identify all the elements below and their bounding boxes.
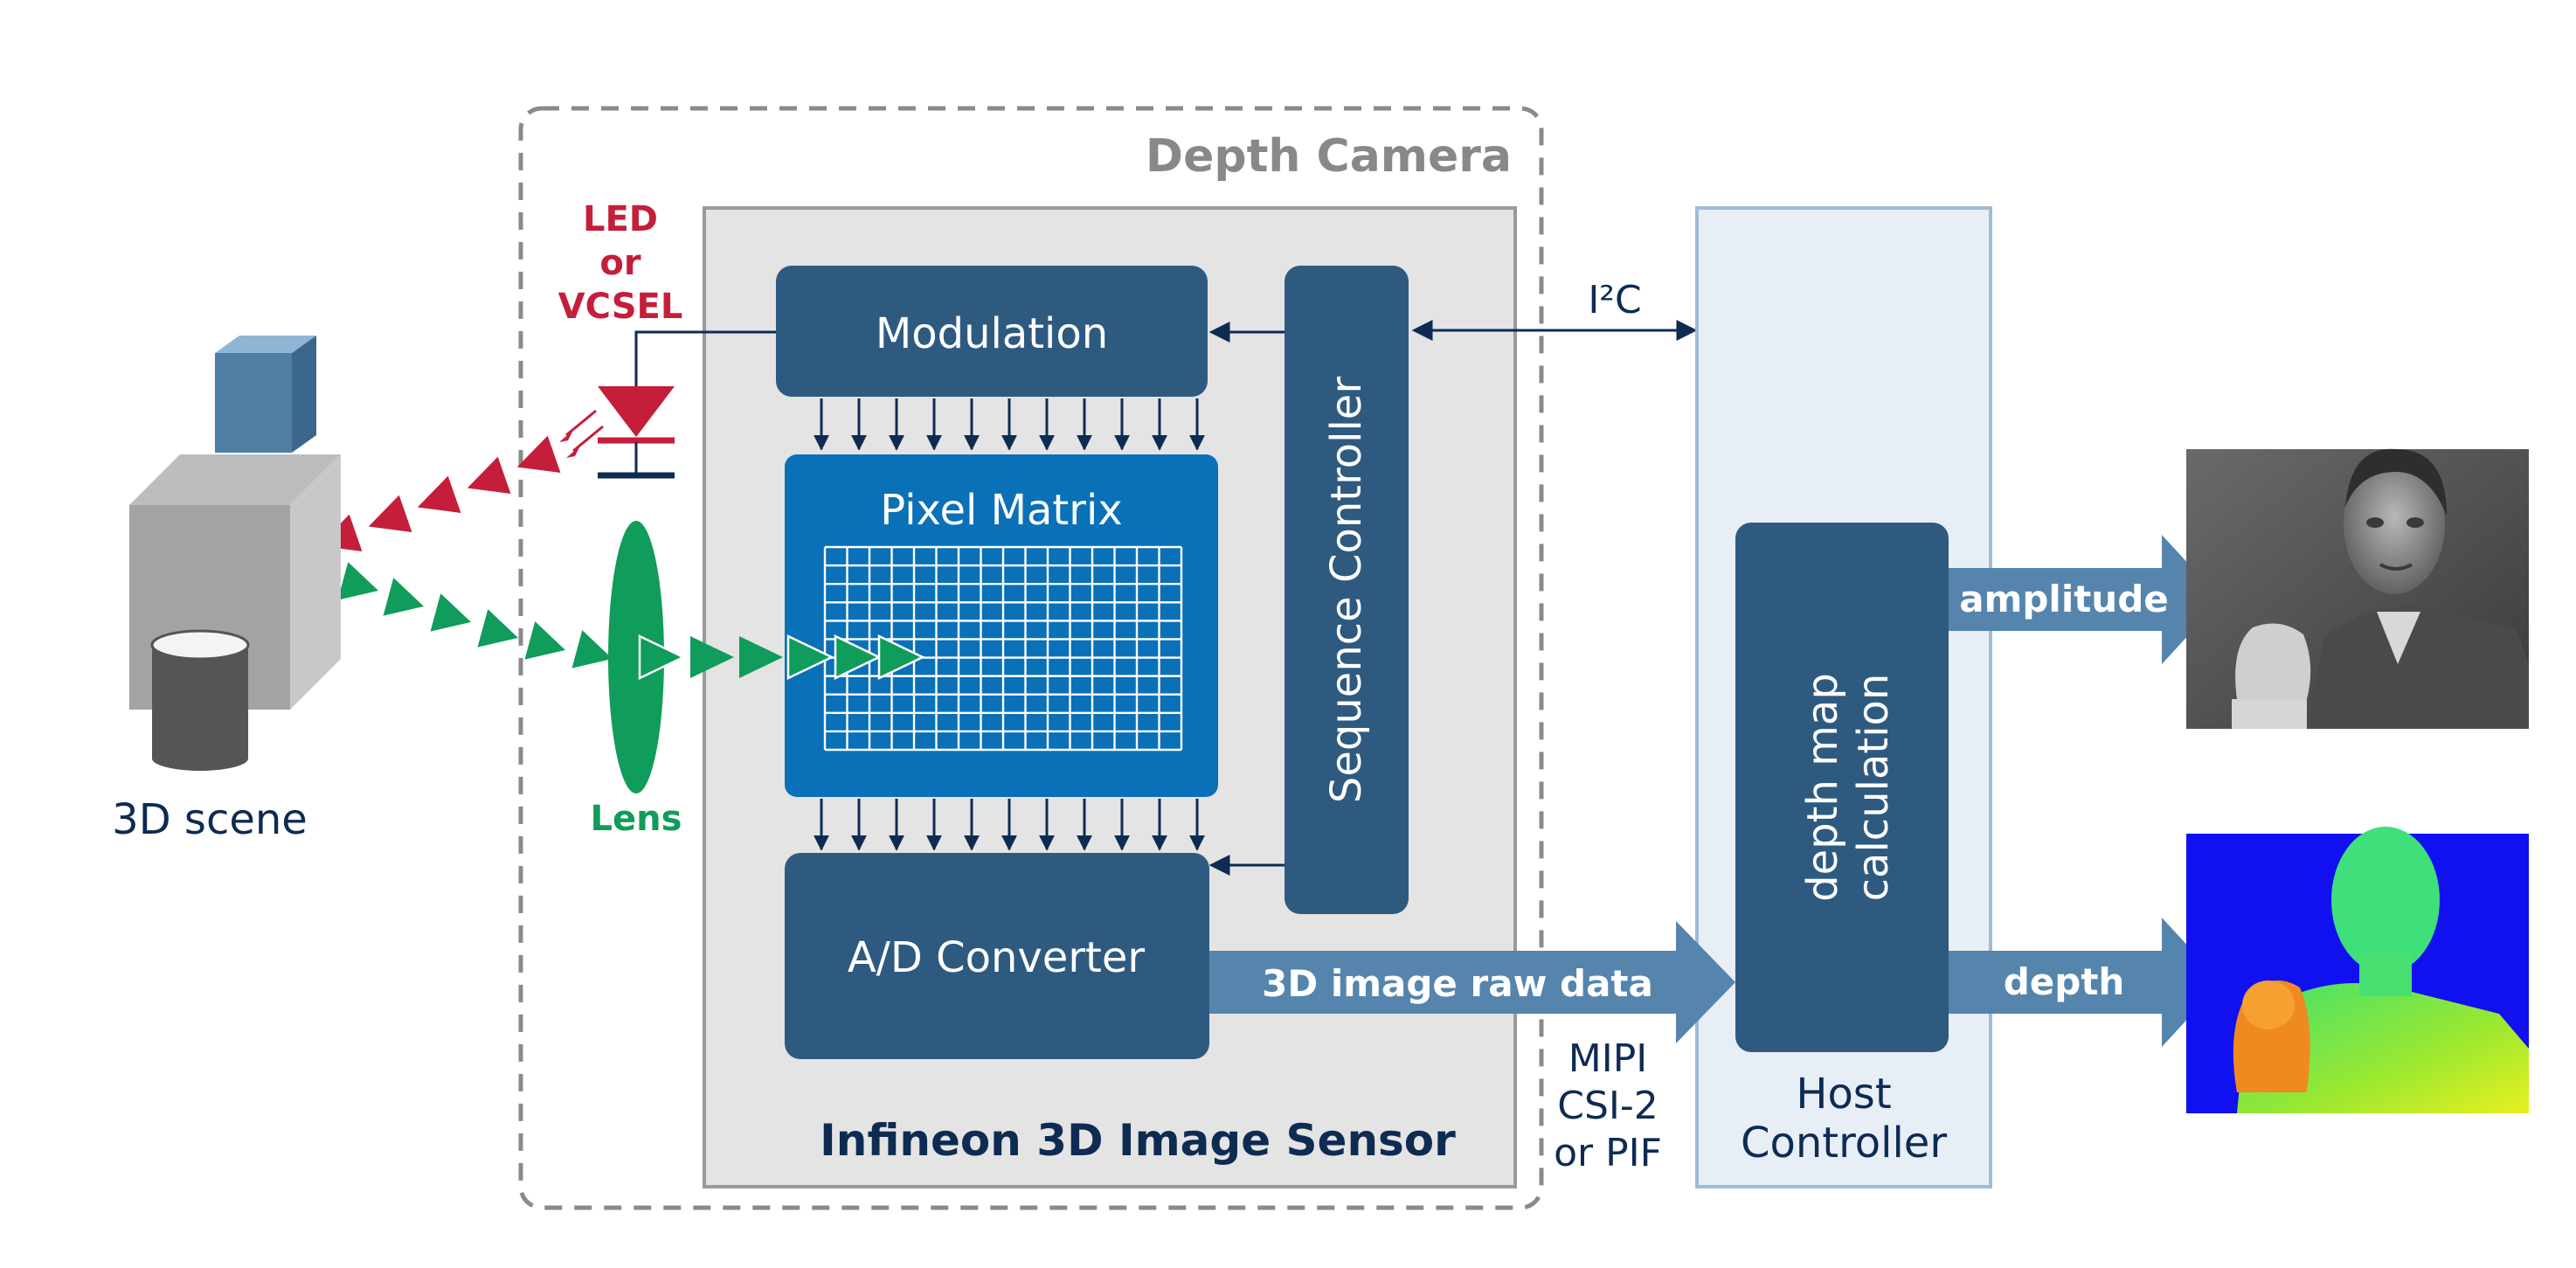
depth-map-calculation-block — [1735, 523, 1949, 1052]
beam-triangle — [467, 456, 511, 494]
pixel-grid — [823, 545, 1183, 752]
pixel-matrix-label: Pixel Matrix — [880, 486, 1122, 535]
image-sensor-title: Infineon 3D Image Sensor — [820, 1115, 1456, 1166]
beam-triangle — [516, 435, 561, 473]
beam-triangle — [524, 621, 565, 660]
led-label-line2: or — [599, 243, 641, 283]
pixel-matrix-block — [785, 454, 1218, 797]
beam-triangle — [739, 636, 783, 678]
sequence-controller-block — [1285, 266, 1409, 914]
led-label-line1: LED — [583, 199, 658, 239]
modulation-label: Modulation — [876, 309, 1108, 358]
modulation-block — [776, 266, 1208, 397]
beam-triangle — [368, 495, 412, 532]
beam-triangle — [477, 609, 518, 648]
amplitude-label: amplitude — [1959, 578, 2169, 620]
host-controller-label-line2: Controller — [1741, 1119, 1947, 1168]
led-diode-icon — [559, 330, 776, 479]
beam-triangle — [430, 593, 471, 632]
beam-triangle — [638, 634, 686, 680]
reflected-light-beam — [337, 562, 925, 680]
beam-triangle — [877, 634, 925, 680]
modulation-to-pixel-arrows — [814, 398, 1205, 451]
amplitude-arrow — [1949, 535, 2221, 664]
amplitude-photo-icon — [2186, 448, 2529, 729]
ad-converter-label: A/D Converter — [848, 933, 1146, 982]
beam-triangle — [786, 634, 834, 680]
beam-triangle — [690, 636, 734, 678]
depth-heatmap-icon — [2186, 827, 2529, 1113]
depth-map-label-line1: depth map — [1798, 673, 1847, 902]
beam-triangle — [417, 475, 461, 513]
ad-converter-block — [785, 853, 1209, 1059]
sequence-controller-label: Sequence Controller — [1322, 377, 1371, 803]
beam-triangle — [383, 578, 424, 616]
mipi-label-line1: MIPI — [1568, 1036, 1647, 1081]
host-controller-label-line1: Host — [1796, 1070, 1891, 1119]
scene-label: 3D scene — [112, 795, 308, 844]
emitted-light-beam — [318, 435, 561, 551]
led-label-line3: VCSEL — [558, 287, 683, 327]
lens-label: Lens — [591, 799, 682, 839]
pixel-to-converter-arrows — [814, 799, 1205, 851]
beam-triangle — [337, 562, 378, 600]
raw-data-arrow — [1209, 921, 1735, 1043]
i2c-label: I²C — [1588, 278, 1641, 322]
mipi-label-line2: CSI-2 — [1557, 1084, 1658, 1128]
3d-scene-icon — [129, 336, 341, 771]
depth-arrow — [1949, 918, 2221, 1047]
mipi-label-line3: or PIF — [1554, 1131, 1662, 1175]
depth-camera-boundary — [518, 106, 1544, 1210]
depth-map-label-line2: calculation — [1849, 674, 1898, 902]
beam-triangle — [571, 630, 613, 669]
depth-camera-title: Depth Camera — [1146, 130, 1512, 183]
lens-icon — [608, 521, 664, 793]
depth-label: depth — [2004, 960, 2125, 1003]
beam-triangle — [834, 634, 882, 680]
raw-data-label: 3D image raw data — [1262, 962, 1653, 1005]
